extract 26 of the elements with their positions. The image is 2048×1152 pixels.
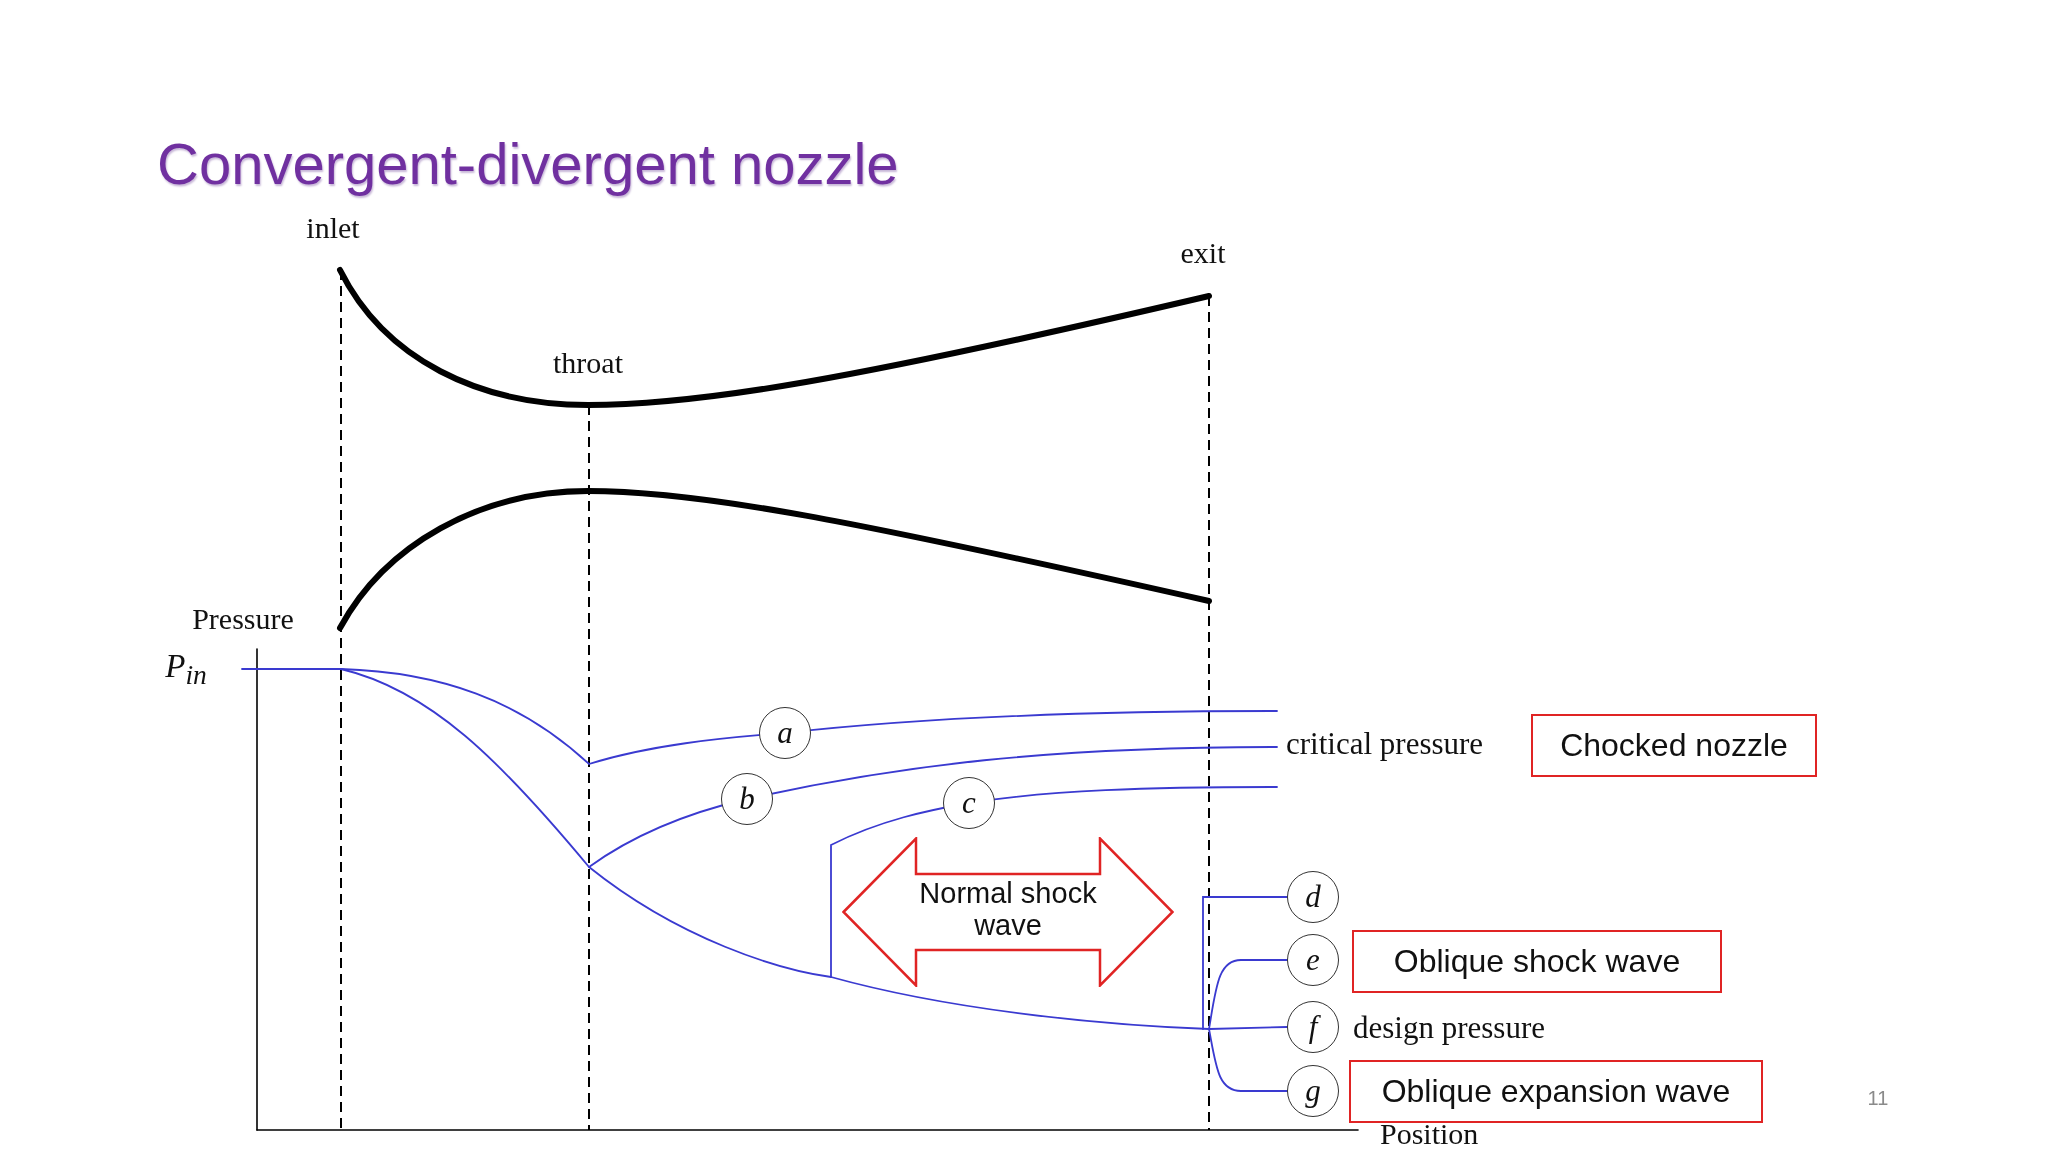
station-label: exit — [1180, 235, 1226, 269]
curve-letter-circle: e — [1287, 934, 1339, 986]
slide-title: Convergent-divergent nozzle — [157, 132, 899, 196]
station-label: throat — [553, 345, 623, 379]
annotation-box: Oblique shock wave — [1352, 930, 1722, 993]
arrow-label: Normal shock wave — [918, 877, 1098, 942]
curve-letter-circle: a — [759, 707, 811, 759]
pressure-curve — [1208, 959, 1288, 1030]
pressure-curve — [241, 668, 1210, 1030]
annotation-box: Chocked nozzle — [1531, 714, 1817, 777]
curve-label: critical pressure — [1286, 726, 1484, 762]
annotation-box: Oblique expansion wave — [1349, 1060, 1763, 1123]
page-number: 11 — [1867, 1087, 1889, 1109]
station-label: inlet — [306, 210, 360, 244]
axis-title: Pressure — [192, 601, 294, 635]
pressure-curve — [1208, 1026, 1288, 1030]
pressure-curve — [1208, 1028, 1288, 1092]
curve-letter-circle: f — [1287, 1001, 1339, 1053]
curve-letter-circle: d — [1287, 871, 1339, 923]
double-arrow — [842, 837, 1174, 987]
curve-letter-circle: g — [1287, 1065, 1339, 1117]
curve-label: design pressure — [1353, 1010, 1545, 1046]
curve-letter-circle: c — [943, 777, 995, 829]
axis-value-label: P$_{in}$ — [165, 647, 207, 691]
pressure-curve — [1202, 896, 1288, 1030]
curve-letter-circle: b — [721, 773, 773, 825]
